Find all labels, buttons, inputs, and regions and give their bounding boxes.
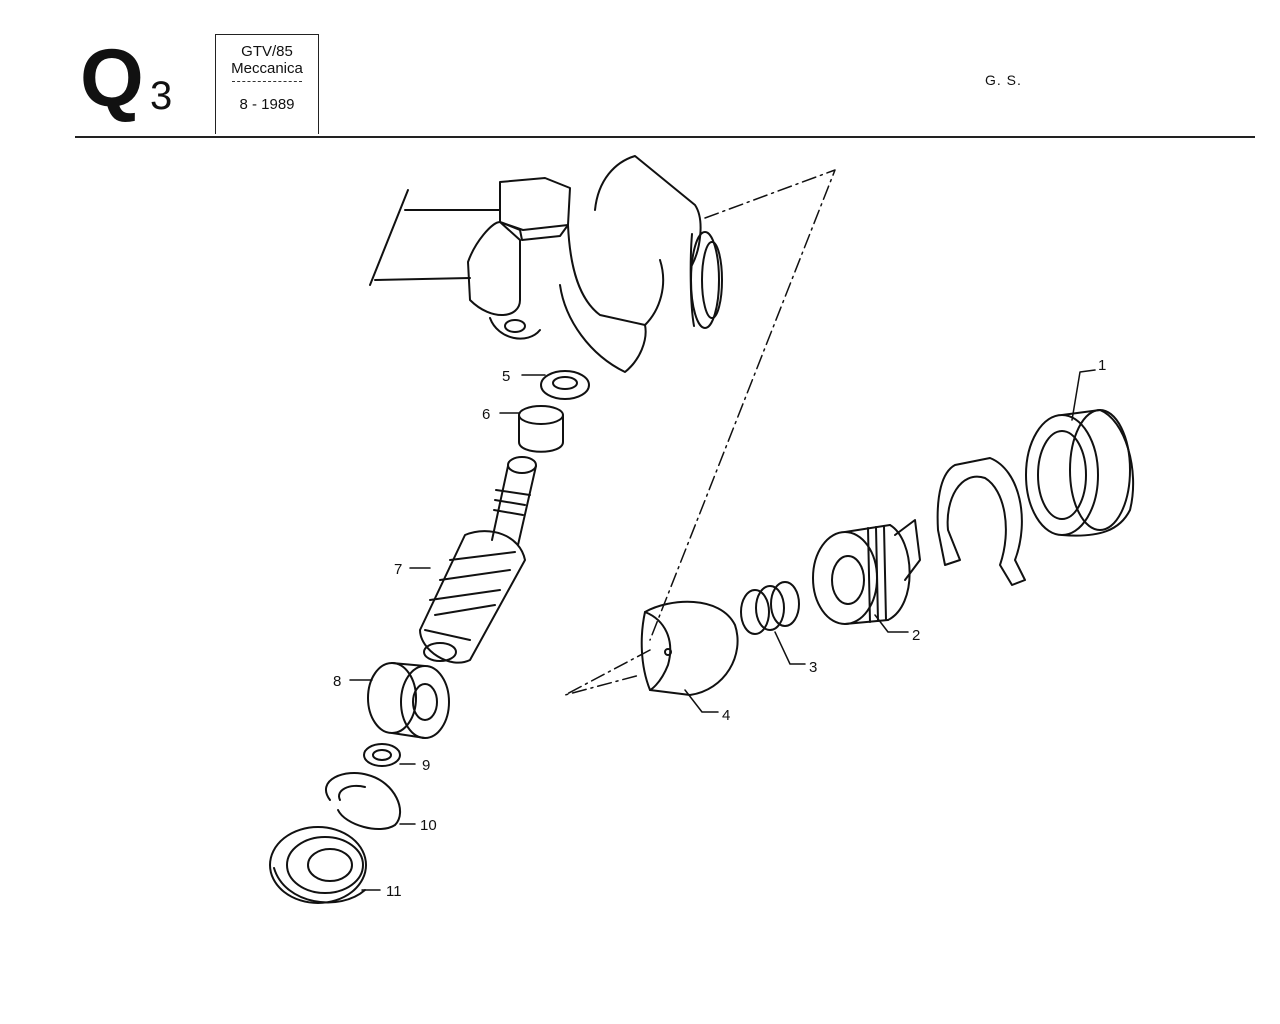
- steering-box-housing: [369, 155, 723, 373]
- code-label: G. S.: [985, 72, 1022, 88]
- callout-2: 2: [912, 627, 920, 644]
- model-label: GTV/85: [241, 43, 293, 60]
- part-5-bearing: [540, 370, 590, 400]
- part-4-plunger: [640, 600, 739, 696]
- header-rule: [75, 136, 1255, 138]
- callout-6: 6: [482, 406, 490, 423]
- callout-leaders: [349, 369, 1096, 891]
- callout-1: 1: [1098, 357, 1106, 374]
- callout-5: 5: [502, 368, 510, 385]
- part-2-adjuster-plug: [812, 519, 921, 625]
- section-number: 3: [150, 74, 173, 118]
- divider: [232, 81, 302, 82]
- part-7-worm-shaft: [419, 456, 537, 664]
- callout-7: 7: [394, 561, 402, 578]
- callout-8: 8: [333, 673, 341, 690]
- part-3-spring: [740, 581, 800, 635]
- callout-11: 11: [386, 883, 402, 900]
- part-11-seal-cap: [269, 826, 367, 904]
- locking-clip: [936, 457, 1026, 586]
- part-9-circlip: [363, 743, 401, 767]
- part-6-bush: [518, 405, 564, 453]
- callout-10: 10: [420, 817, 437, 834]
- alignment-line: [564, 169, 836, 696]
- section-letter: Q: [80, 33, 144, 124]
- part-1-ring-nut: [1025, 409, 1135, 537]
- callout-4: 4: [722, 707, 730, 724]
- date-label: 8 - 1989: [239, 96, 295, 113]
- callout-3: 3: [809, 659, 817, 676]
- part-8-ball-bearing: [367, 662, 450, 739]
- part-10-snap-ring: [324, 771, 401, 830]
- callout-9: 9: [422, 757, 430, 774]
- group-label: Meccanica: [231, 60, 303, 77]
- info-box: GTV/85 Meccanica 8 - 1989: [215, 34, 319, 134]
